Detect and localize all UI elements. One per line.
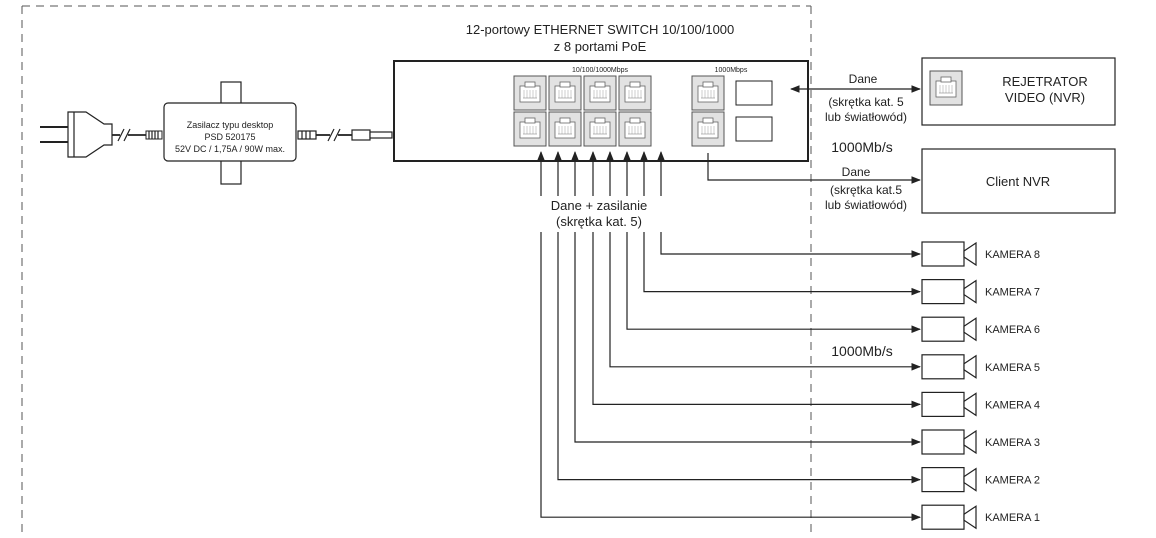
poe-cable-label-line1: Dane + zasilanie <box>551 198 647 213</box>
psu-label-line3: 52V DC / 1,75A / 90W max. <box>175 144 285 154</box>
power-plug-icon <box>40 111 163 158</box>
camera-label: KAMERA 4 <box>985 399 1040 411</box>
sfp-port-icon <box>735 116 773 142</box>
camera-label: KAMERA 7 <box>985 287 1040 299</box>
camera-label: KAMERA 2 <box>985 475 1040 487</box>
client-link-arrow <box>707 153 921 184</box>
client-link-label: Dane <box>842 165 871 179</box>
psu-label-line1: Zasilacz typu desktop <box>187 120 274 130</box>
poe-cable-label-line2: (skrętka kat. 5) <box>556 214 642 229</box>
camera-cable <box>626 232 921 334</box>
camera-cable <box>592 232 921 409</box>
camera-label: KAMERA 5 <box>985 362 1040 374</box>
uplink-port-icon <box>691 75 725 111</box>
camera-icon <box>921 354 977 380</box>
psu-label-line2: PSD 520175 <box>204 132 255 142</box>
link-speed-label: 1000Mb/s <box>831 139 892 155</box>
camera-list: KAMERA 8 KAMERA 7 KAMERA 6 KAMERA 5 KAMERA 4… <box>921 241 1040 530</box>
nvr-link-label: Dane <box>849 72 878 86</box>
power-supply <box>163 81 297 185</box>
camera-cable <box>540 232 921 522</box>
sfp-port-icon <box>735 80 773 106</box>
poe-port-icon <box>548 75 582 111</box>
camera-cables <box>540 232 921 522</box>
dc-cable <box>297 128 393 142</box>
uplink-port-icon <box>691 111 725 147</box>
poe-port-icon <box>513 75 547 111</box>
camera-icon <box>921 279 977 305</box>
nvr-label-line2: VIDEO (NVR) <box>1005 90 1085 105</box>
camera-label: KAMERA 1 <box>985 512 1040 524</box>
camera-icon <box>921 316 977 342</box>
poe-cable-arrows <box>537 151 665 196</box>
switch-subtitle: z 8 portami PoE <box>554 39 647 54</box>
nvr-link-sub1: (skrętka kat. 5 <box>828 95 904 109</box>
poe-port-icon <box>548 111 582 147</box>
camera-cable <box>609 232 921 371</box>
switch-title: 12-portowy ETHERNET SWITCH 10/100/1000 <box>466 22 735 37</box>
nvr-ethernet-port-icon <box>929 70 963 106</box>
camera-link-speed-label: 1000Mb/s <box>831 343 892 359</box>
client-link-sub2: lub światłowód) <box>825 198 907 212</box>
camera-icon <box>921 391 977 417</box>
client-link-sub1: (skrętka kat.5 <box>830 183 902 197</box>
camera-label: KAMERA 6 <box>985 324 1040 336</box>
camera-cable <box>660 232 921 258</box>
camera-cable <box>643 232 921 296</box>
client-nvr-box <box>921 148 1116 214</box>
poe-ports-speed-label: 10/100/1000Mbps <box>572 67 629 74</box>
poe-port-icon <box>618 75 652 111</box>
camera-icon <box>921 504 977 530</box>
uplink-ports-speed-label: 1000Mbps <box>715 67 748 74</box>
poe-port-icon <box>513 111 547 147</box>
poe-port-icon <box>618 111 652 147</box>
camera-icon <box>921 467 977 493</box>
camera-label: KAMERA 3 <box>985 437 1040 449</box>
nvr-link-sub2: lub światłowód) <box>825 110 907 124</box>
switch-ports <box>513 75 773 147</box>
poe-port-icon <box>583 111 617 147</box>
camera-icon <box>921 241 977 267</box>
camera-label: KAMERA 8 <box>985 249 1040 261</box>
client-nvr-label: Client NVR <box>986 174 1050 189</box>
camera-cable <box>557 232 921 484</box>
nvr-label-line1: REJETRATOR <box>1002 74 1087 89</box>
dashed-zone-border <box>21 5 812 538</box>
poe-port-icon <box>583 75 617 111</box>
camera-cable <box>574 232 921 446</box>
camera-icon <box>921 429 977 455</box>
